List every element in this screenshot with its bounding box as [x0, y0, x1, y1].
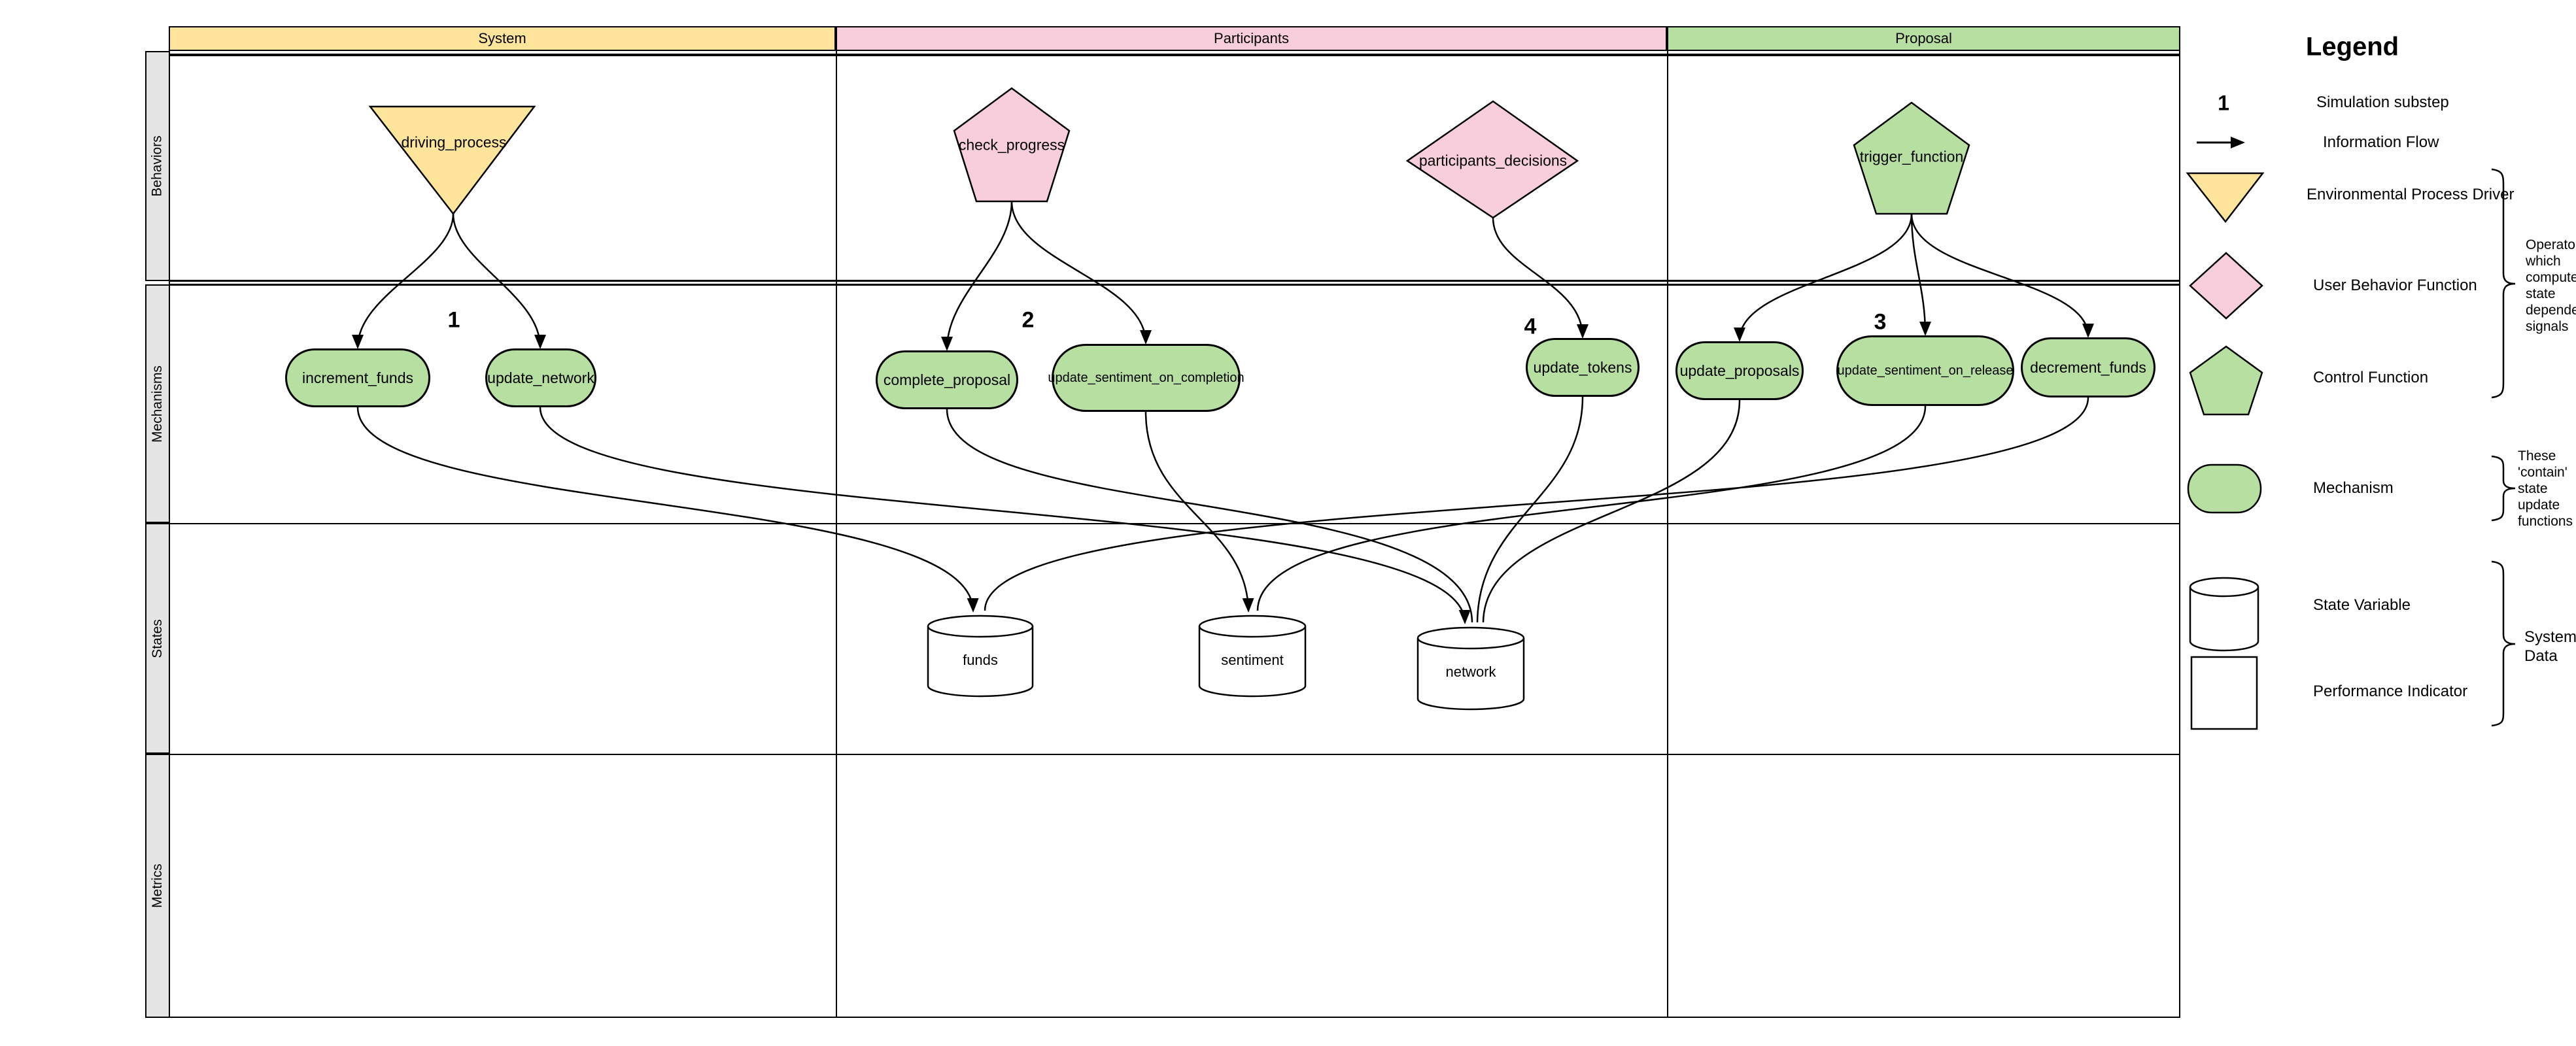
increment-funds-mechanism[interactable]: increment_funds [285, 348, 430, 407]
row-divider-behaviors-mechanisms-a [169, 280, 2180, 282]
update-tokens-mechanism[interactable]: update_tokens [1526, 338, 1640, 397]
update-proposals-mechanism[interactable]: update_proposals [1675, 341, 1804, 400]
flow-update-proposals-to-network[interactable] [1483, 400, 1740, 622]
legend-simulation-substep-label: Simulation substep [2316, 93, 2449, 111]
substep-number-1[interactable]: 1 [447, 307, 460, 333]
flow-complete-proposal-to-network[interactable] [947, 409, 1472, 622]
update-sentiment-on-release-mechanism[interactable]: update_sentiment_on_release [1836, 335, 2014, 406]
legend-brace-mechanism [2492, 456, 2515, 520]
update-network-label: update_network [487, 369, 594, 386]
sentiment-state-label: sentiment [1221, 652, 1284, 668]
substep-number-3[interactable]: 3 [1874, 309, 1887, 335]
flow-participants-decisions-to-update-tokens[interactable] [1493, 218, 1589, 339]
substep-number-4[interactable]: 4 [1524, 314, 1537, 339]
check-progress-label: check_progress [958, 136, 1065, 154]
increment-funds-label: increment_funds [301, 369, 414, 386]
row-header-mechanisms[interactable]: Mechanisms [145, 284, 170, 523]
flow-decrement-funds-to-funds[interactable] [985, 397, 2088, 611]
participants-decisions-label: participants_decisions [1418, 152, 1568, 169]
legend-control-function-label: Control Function [2313, 369, 2429, 386]
column-header-participants[interactable]: Participants [836, 26, 1667, 51]
flow-update-sentiment-on-release-to-sentiment[interactable] [1258, 406, 1925, 611]
flow-trigger-function-to-decrement-funds[interactable] [1912, 214, 2094, 338]
sentiment-state-cylinder[interactable] [1199, 616, 1305, 696]
column-header-system-label: System [478, 30, 526, 46]
substep-number-2[interactable]: 2 [1022, 307, 1035, 333]
network-state-label: network [1445, 664, 1496, 680]
flow-trigger-function-to-update-proposals[interactable] [1734, 214, 1912, 342]
legend-performance-indicator-label: Performance Indicator [2313, 683, 2468, 700]
decrement-funds-mechanism[interactable]: decrement_funds [2021, 337, 2155, 397]
flow-update-tokens-to-network[interactable] [1477, 397, 1583, 622]
column-divider-participants-proposal [1667, 26, 1668, 1018]
flow-update-sentiment-on-completion-to-sentiment[interactable] [1146, 412, 1254, 613]
column-divider-system-participants [836, 26, 837, 1018]
legend-state-variable-label: State Variable [2313, 596, 2411, 614]
column-header-proposal-label: Proposal [1895, 30, 1952, 46]
legend-state-variable-swatch[interactable] [2190, 578, 2258, 650]
row-header-metrics[interactable]: Metrics [145, 754, 170, 1018]
flow-check-progress-to-complete-proposal[interactable] [941, 201, 1012, 351]
funds-state-label: funds [963, 652, 998, 668]
update-sentiment-on-completion-label: update_sentiment_on_completion [1048, 370, 1245, 385]
update-sentiment-on-completion-mechanism[interactable]: update_sentiment_on_completion [1048, 344, 1245, 412]
driving-process-shape[interactable] [370, 107, 534, 214]
legend-mechanism-label: Mechanism [2313, 479, 2394, 497]
flow-trigger-function-to-update-sentiment-on-release[interactable] [1912, 214, 1931, 336]
row-header-behaviors[interactable]: Behaviors [145, 51, 170, 281]
funds-state-cylinder[interactable] [928, 616, 1033, 696]
flow-driving-process-to-increment-funds[interactable] [352, 214, 453, 349]
column-header-participants-label: Participants [1214, 30, 1289, 46]
update-proposals-label: update_proposals [1679, 362, 1800, 379]
legend-user-behavior-function-label: User Behavior Function [2313, 277, 2477, 294]
legend-substep-sample: 1 [2218, 91, 2229, 115]
trigger-function-label: trigger_function [1859, 148, 1964, 165]
legend-mechanism-swatch[interactable] [2188, 465, 2261, 513]
update-tokens-label: update_tokens [1533, 358, 1632, 376]
header-divider-line [145, 54, 2180, 56]
row-divider-states-metrics [169, 754, 2180, 755]
legend-annotation-mechanism: These 'contain' state update functions [2518, 448, 2573, 529]
legend-environmental-process-driver-label: Environmental Process Driver [2307, 186, 2515, 203]
row-header-states[interactable]: States [145, 523, 170, 754]
legend-brace-system-data [2492, 562, 2515, 726]
flow-check-progress-to-update-sentiment-on-completion[interactable] [1012, 201, 1152, 345]
complete-proposal-mechanism[interactable]: complete_proposal [876, 350, 1018, 409]
legend-annotation-signal-operators: Operators which compute state dependent … [2526, 237, 2576, 334]
update-sentiment-on-release-label: update_sentiment_on_release [1837, 363, 2014, 378]
complete-proposal-label: complete_proposal [883, 371, 1011, 388]
legend-brace-signal-operators [2492, 169, 2515, 397]
flow-update-network-to-network[interactable] [540, 407, 1471, 624]
legend-control-function-swatch[interactable] [2190, 346, 2262, 414]
legend-information-flow-label: Information Flow [2323, 133, 2439, 151]
legend-user-behavior-function-swatch[interactable] [2190, 253, 2262, 318]
row-divider-mechanisms-states [169, 523, 2180, 524]
column-header-system[interactable]: System [169, 26, 836, 51]
flow-driving-process-to-update-network[interactable] [453, 214, 546, 349]
flow-increment-funds-to-funds[interactable] [358, 407, 979, 613]
legend-annotation-system-data: System Data [2524, 628, 2576, 665]
driving-process-label: driving_process [401, 133, 507, 151]
row-divider-behaviors-mechanisms-b [169, 284, 2180, 286]
network-state-cylinder[interactable] [1418, 628, 1524, 709]
column-header-proposal[interactable]: Proposal [1667, 26, 2180, 51]
decrement-funds-label: decrement_funds [2030, 358, 2146, 376]
update-network-mechanism[interactable]: update_network [485, 348, 596, 407]
legend-environmental-process-driver-swatch[interactable] [2188, 173, 2263, 222]
legend-title: Legend [2305, 32, 2399, 61]
legend-performance-indicator-swatch[interactable] [2191, 657, 2257, 729]
